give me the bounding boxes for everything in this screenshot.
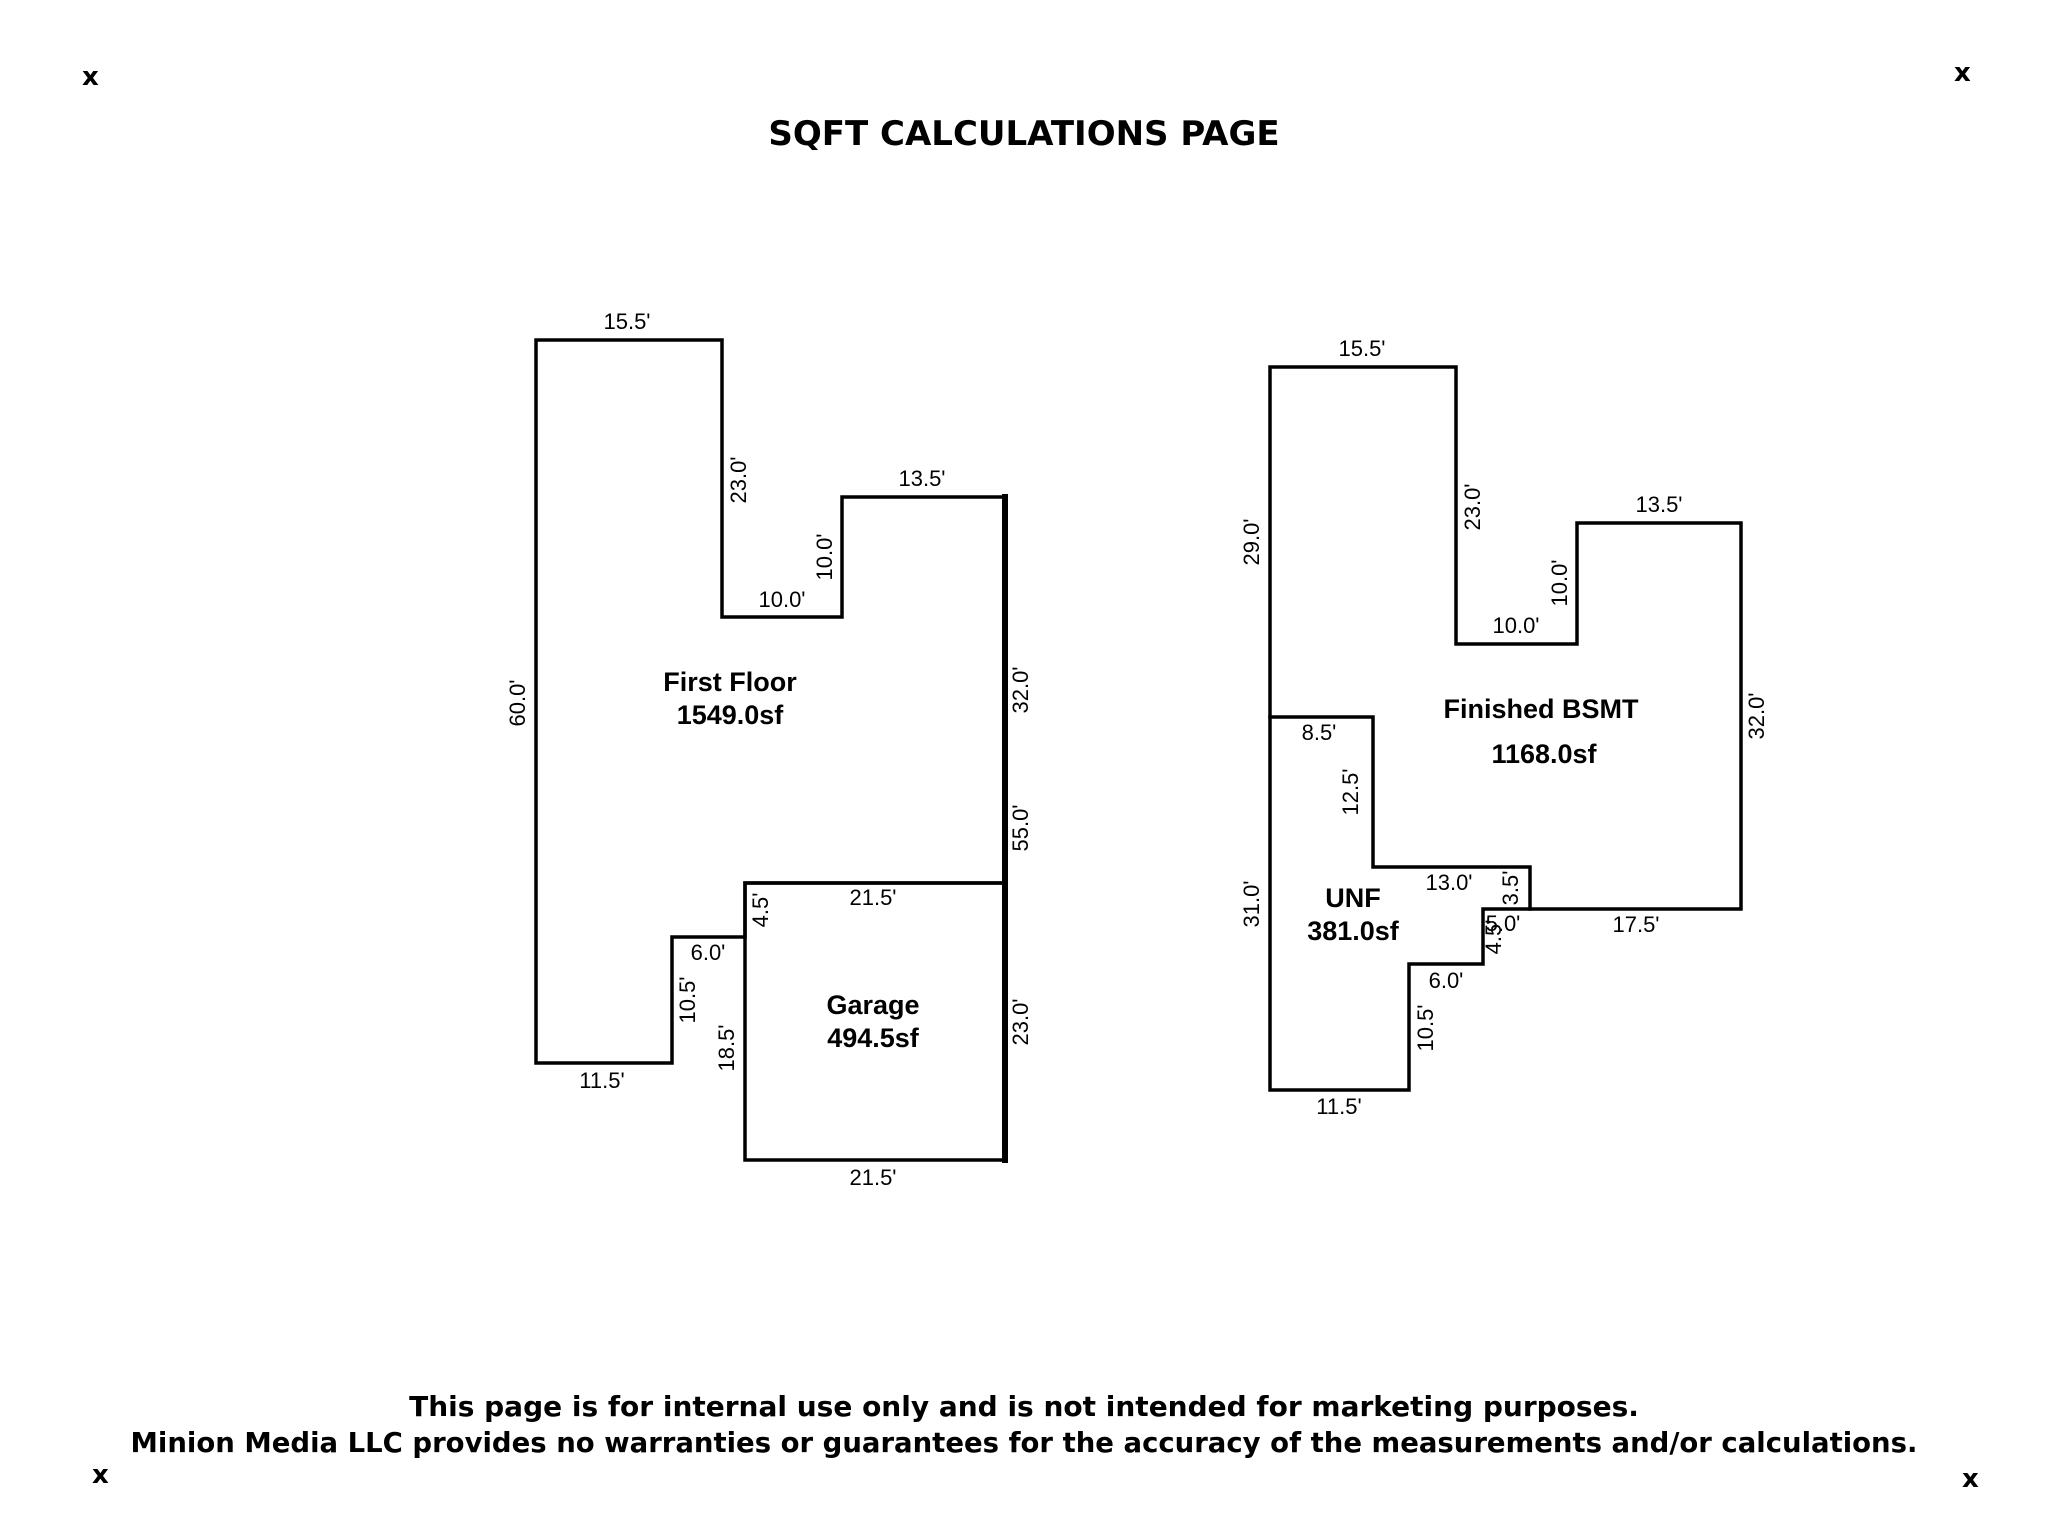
dim-first-inner-across: 10.0' [758, 587, 805, 612]
dim-first-bottom-left: 11.5' [579, 1068, 624, 1093]
dim-bsmt-top: 15.5' [1338, 336, 1385, 361]
dim-bsmt-small-across: 5.0' [1486, 911, 1521, 936]
dim-bsmt-upper-right-top: 13.5' [1635, 492, 1682, 517]
dim-bsmt-left-lower: 31.0' [1239, 880, 1264, 927]
first-floor-plan: First Floor 1549.0sf Garage 494.5sf 15.5… [505, 309, 1033, 1190]
garage-label: Garage [826, 990, 919, 1020]
basement-outline [1268, 365, 1743, 1092]
dim-first-left: 60.0' [505, 679, 530, 726]
dim-bsmt-small-down: 4.5' [1481, 920, 1506, 955]
dim-garage-offset: 4.5' [748, 893, 773, 928]
dim-first-notch-horizontal: 6.0' [691, 940, 726, 965]
corner-mark-bottom-left: x [92, 1460, 109, 1490]
basement-plan: Finished BSMT 1168.0sf UNF 381.0sf 15.5'… [1239, 336, 1769, 1119]
corner-mark-bottom-right: x [1962, 1464, 1979, 1494]
dim-first-right-total: 55.0' [1008, 804, 1033, 851]
dim-bsmt-right: 32.0' [1744, 692, 1769, 739]
dim-garage-bottom: 21.5' [849, 1165, 896, 1190]
dim-bsmt-inner-across: 10.0' [1492, 613, 1539, 638]
first-floor-label: First Floor [663, 667, 797, 697]
dim-bsmt-inner-down: 23.0' [1460, 483, 1485, 530]
dim-first-notch-vertical: 10.5' [675, 976, 700, 1023]
unf-area: 381.0sf [1307, 916, 1400, 946]
dim-bsmt-left-upper: 29.0' [1239, 518, 1264, 565]
dim-bsmt-inner-up: 10.0' [1547, 559, 1572, 606]
garage-outline [743, 881, 1007, 1162]
disclaimer-line-1: This page is for internal use only and i… [409, 1390, 1639, 1423]
dim-bsmt-bottom-left: 11.5' [1316, 1094, 1361, 1119]
finished-bsmt-area: 1168.0sf [1491, 739, 1597, 769]
dim-garage-top: 21.5' [849, 885, 896, 910]
corner-mark-top-left: x [82, 62, 99, 92]
dim-garage-left: 18.5' [714, 1024, 739, 1071]
dim-garage-right: 23.0' [1008, 998, 1033, 1045]
unf-boundary [1268, 715, 1532, 911]
dim-unf-horizontal: 13.0' [1425, 870, 1472, 895]
disclaimer-line-2: Minion Media LLC provides no warranties … [130, 1427, 1918, 1459]
dim-first-top: 15.5' [603, 309, 650, 334]
dim-first-right-upper: 32.0' [1008, 666, 1033, 713]
dim-bsmt-notch-horizontal: 6.0' [1429, 968, 1464, 993]
dim-first-inner-down: 23.0' [726, 456, 751, 503]
dim-first-inner-up: 10.0' [812, 533, 837, 580]
dim-first-upper-right-top: 13.5' [898, 466, 945, 491]
dim-bsmt-bottom-right: 17.5' [1612, 912, 1659, 937]
dim-bsmt-small-up: 3.5' [1498, 871, 1523, 906]
dim-unf-top: 8.5' [1302, 720, 1337, 745]
finished-bsmt-label: Finished BSMT [1444, 694, 1640, 724]
unf-label: UNF [1325, 883, 1381, 913]
first-floor-area: 1549.0sf [677, 700, 785, 730]
corner-mark-top-right: x [1954, 58, 1971, 88]
page-title: SQFT CALCULATIONS PAGE [768, 114, 1280, 154]
garage-area: 494.5sf [827, 1023, 920, 1053]
dim-unf-vertical: 12.5' [1338, 768, 1363, 815]
dim-bsmt-notch-vertical: 10.5' [1413, 1004, 1438, 1051]
